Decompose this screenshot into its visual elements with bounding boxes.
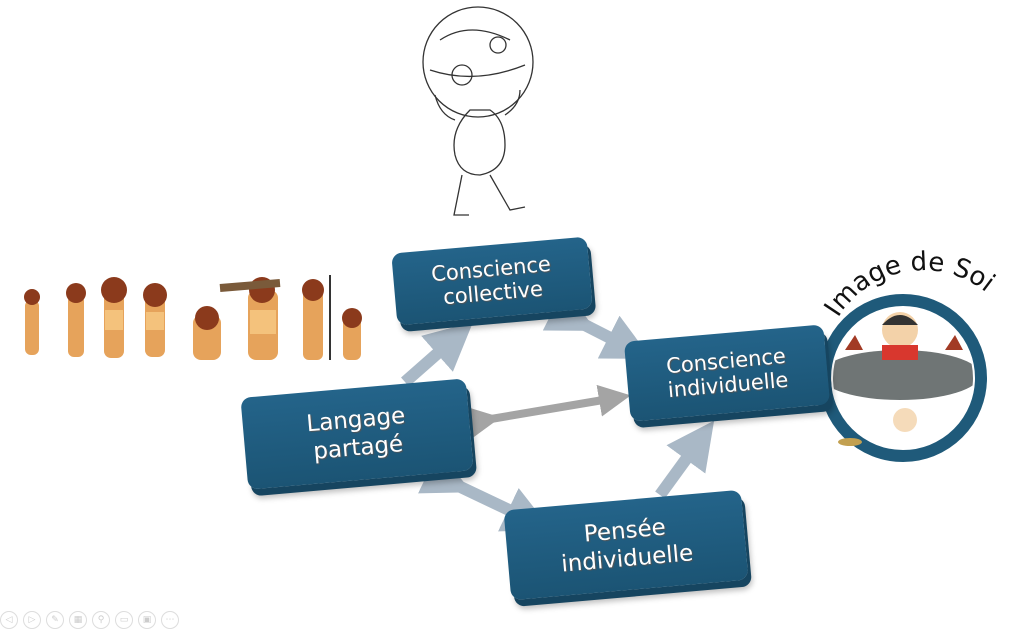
- previous-icon[interactable]: ◁: [0, 611, 18, 629]
- camera-icon[interactable]: ▣: [138, 611, 156, 629]
- zoom-icon[interactable]: ⚲: [92, 611, 110, 629]
- arrow-langage-individuelle: [466, 384, 631, 439]
- pen-icon[interactable]: ✎: [46, 611, 64, 629]
- next-icon[interactable]: ▷: [23, 611, 41, 629]
- atlas-illustration: [422, 6, 534, 216]
- arrow-langage-collective: [401, 322, 474, 387]
- cavemen-illustration: [24, 275, 362, 360]
- slides-icon[interactable]: ▦: [69, 611, 87, 629]
- more-icon[interactable]: ⋯: [161, 611, 179, 629]
- presentation-toolbar: ◁ ▷ ✎ ▦ ⚲ ▭ ▣ ⋯: [0, 611, 179, 629]
- arrow-collective-individuelle: [542, 287, 652, 359]
- self-image-illustration: [815, 294, 987, 462]
- arrow-pensee-individuelle: [655, 420, 715, 499]
- subtitles-icon[interactable]: ▭: [115, 611, 133, 629]
